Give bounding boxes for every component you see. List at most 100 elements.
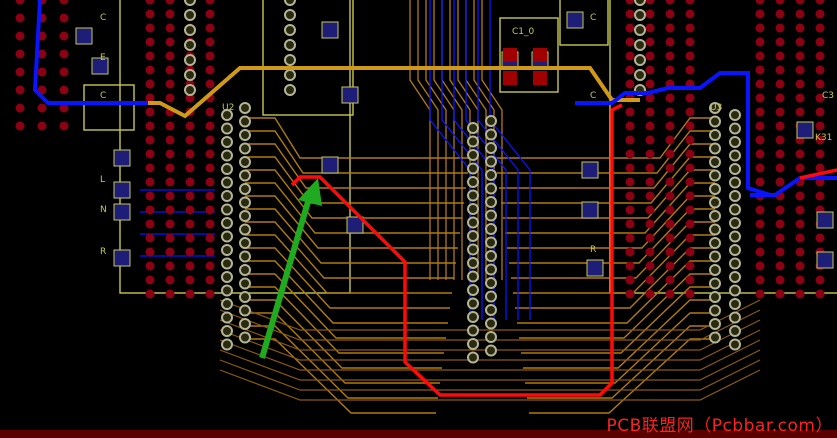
pad [221,298,233,310]
via [775,0,785,5]
via [685,205,695,215]
pad [634,39,646,51]
orange-trace-left [245,221,454,279]
via [795,261,805,271]
blue-thin-trace [489,0,531,320]
pad [634,0,646,6]
via [625,51,635,61]
via [665,261,675,271]
via [665,135,675,145]
via [185,233,195,243]
via [185,121,195,131]
orange-trace-left [245,182,460,234]
pad [467,189,479,202]
via [185,191,195,201]
pad [221,325,233,337]
via [205,219,215,229]
via [185,149,195,159]
via [645,23,655,33]
pad [239,169,251,182]
pad [239,291,251,303]
via [815,107,825,117]
via [755,289,765,299]
via [645,79,655,89]
via [665,121,675,131]
via [665,219,675,229]
via [15,121,25,131]
via [185,219,195,229]
via [205,23,215,33]
smd-pad [566,11,584,29]
pad [239,210,251,222]
smd-pad [341,86,359,104]
watermark-text: PCB联盟网（Pcbbar.com） [606,416,833,436]
via [59,121,69,131]
via [145,233,155,243]
via [645,177,655,187]
pad [729,230,741,243]
via [685,121,695,131]
orange-trace-center [433,0,455,280]
via [165,163,175,173]
via [775,9,785,19]
via [165,79,175,89]
via [165,219,175,229]
smd-pad [321,156,339,174]
smd-pad [91,57,109,75]
via [145,51,155,61]
via [15,103,25,113]
via [665,0,675,5]
via [755,149,765,159]
pad [221,176,233,189]
via [205,233,215,243]
pad [729,284,741,297]
pad [729,257,741,270]
via [205,163,215,173]
via [165,51,175,61]
via [645,289,655,299]
via [795,191,805,201]
pad [221,163,233,175]
via [795,65,805,75]
via [625,233,635,243]
pad [221,338,233,351]
via [37,49,47,59]
via [165,149,175,159]
via [205,79,215,89]
via [59,103,69,113]
via [625,135,635,145]
via [795,93,805,103]
via [775,233,785,243]
pad [485,290,497,303]
via [755,0,765,5]
via [685,93,695,103]
pad [239,250,251,263]
orange-trace-right [521,286,715,354]
pad [467,203,479,215]
via [625,205,635,215]
pad [284,54,296,66]
pad [634,9,646,21]
via [165,9,175,19]
via [625,107,635,117]
via [815,51,825,61]
pad [485,263,497,276]
pad [485,331,497,343]
via [625,37,635,47]
via [145,275,155,285]
pad [284,0,296,6]
blue-main-traces [32,0,837,197]
orange-trace-right [527,325,715,399]
via [755,121,765,131]
pad [485,304,497,316]
via [815,275,825,285]
via [645,163,655,173]
via [205,121,215,131]
smd-pad [581,201,599,219]
orange-trace-center [417,0,439,280]
via [665,93,675,103]
via [795,107,805,117]
via [59,0,69,5]
